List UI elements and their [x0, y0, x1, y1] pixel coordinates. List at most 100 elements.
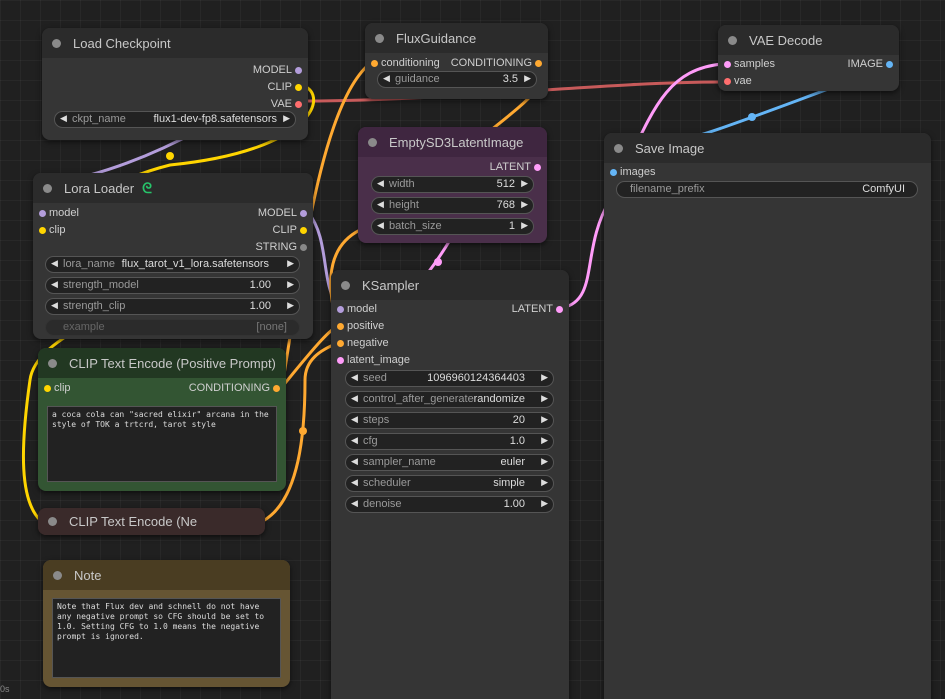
node-title-bar[interactable]: Save Image: [604, 133, 931, 163]
node-title-bar[interactable]: Note: [43, 560, 290, 590]
collapse-dot-icon[interactable]: [728, 35, 737, 45]
node-title-bar[interactable]: KSampler: [331, 270, 569, 300]
lora-name-combo[interactable]: ◀ lora_name flux_tarot_v1_lora.safetenso…: [45, 256, 300, 273]
collapse-dot-icon[interactable]: [48, 358, 57, 368]
increment-arrow-icon[interactable]: ▶: [541, 414, 548, 424]
node-title-bar[interactable]: EmptySD3LatentImage: [358, 127, 547, 157]
input-images[interactable]: images: [604, 164, 931, 181]
input-slot[interactable]: [337, 357, 344, 364]
prev-arrow-icon[interactable]: ◀: [351, 477, 358, 487]
input-samples[interactable]: samples IMAGE: [718, 56, 899, 73]
io-model[interactable]: model MODEL: [33, 205, 313, 222]
sampler-name-combo[interactable]: ◀ sampler_name euler ▶: [345, 454, 554, 471]
guidance-number[interactable]: ◀ guidance 3.5 ▶: [377, 71, 537, 88]
cfg-number[interactable]: ◀ cfg 1.0 ▶: [345, 433, 554, 450]
clip-positive-node[interactable]: CLIP Text Encode (Positive Prompt) clip …: [38, 348, 286, 491]
decrement-arrow-icon[interactable]: ◀: [351, 435, 358, 445]
filename-prefix-text[interactable]: filename_prefix ComfyUI: [616, 181, 918, 198]
increment-arrow-icon[interactable]: ▶: [541, 498, 548, 508]
input-slot[interactable]: [724, 78, 731, 85]
increment-arrow-icon[interactable]: ▶: [287, 300, 294, 310]
clip-negative-node[interactable]: CLIP Text Encode (Ne: [38, 508, 265, 535]
collapse-dot-icon[interactable]: [53, 570, 62, 580]
note-node[interactable]: Note Note that Flux dev and schnell do n…: [43, 560, 290, 687]
collapse-dot-icon[interactable]: [614, 143, 623, 153]
node-title-bar[interactable]: VAE Decode: [718, 25, 899, 55]
output-slot[interactable]: [273, 385, 280, 392]
strength-model-number[interactable]: ◀ strength_model 1.00 ▶: [45, 277, 300, 294]
increment-arrow-icon[interactable]: ▶: [541, 372, 548, 382]
prompt-textarea[interactable]: a coca cola can "sacred elixir" arcana i…: [47, 406, 277, 482]
next-arrow-icon[interactable]: ▶: [283, 113, 290, 123]
decrement-arrow-icon[interactable]: ◀: [377, 220, 384, 230]
input-latent-image[interactable]: latent_image: [331, 352, 569, 369]
ksampler-node[interactable]: KSampler model LATENT positive negative …: [331, 270, 569, 699]
input-negative[interactable]: negative: [331, 335, 569, 352]
lora-loader-node[interactable]: Lora Loader ᘓ model MODEL clip CLIP STRI…: [33, 173, 313, 339]
input-slot[interactable]: [337, 340, 344, 347]
output-model[interactable]: MODEL: [42, 62, 308, 79]
input-model[interactable]: model LATENT: [331, 301, 569, 318]
output-slot[interactable]: [556, 306, 563, 313]
input-slot[interactable]: [724, 61, 731, 68]
control-after-generate-combo[interactable]: ◀ control_after_generate randomize ▶: [345, 391, 554, 408]
denoise-number[interactable]: ◀ denoise 1.00 ▶: [345, 496, 554, 513]
io-clip-conditioning[interactable]: clip CONDITIONING: [38, 380, 286, 397]
increment-arrow-icon[interactable]: ▶: [287, 279, 294, 289]
prev-arrow-icon[interactable]: ◀: [60, 113, 67, 123]
prev-arrow-icon[interactable]: ◀: [351, 393, 358, 403]
vae-decode-node[interactable]: VAE Decode samples IMAGE vae: [718, 25, 899, 91]
input-positive[interactable]: positive: [331, 318, 569, 335]
note-textarea[interactable]: Note that Flux dev and schnell do not ha…: [52, 598, 281, 678]
decrement-arrow-icon[interactable]: ◀: [377, 178, 384, 188]
increment-arrow-icon[interactable]: ▶: [521, 220, 528, 230]
output-slot[interactable]: [300, 244, 307, 251]
prev-arrow-icon[interactable]: ◀: [51, 258, 58, 268]
increment-arrow-icon[interactable]: ▶: [521, 199, 528, 209]
output-slot[interactable]: [295, 84, 302, 91]
batch-size-number[interactable]: ◀ batch_size 1 ▶: [371, 218, 534, 235]
steps-number[interactable]: ◀ steps 20 ▶: [345, 412, 554, 429]
output-string[interactable]: STRING: [33, 239, 313, 256]
input-slot[interactable]: [39, 210, 46, 217]
decrement-arrow-icon[interactable]: ◀: [377, 199, 384, 209]
output-slot[interactable]: [534, 164, 541, 171]
node-title-bar[interactable]: CLIP Text Encode (Positive Prompt): [38, 348, 286, 378]
decrement-arrow-icon[interactable]: ◀: [383, 73, 390, 83]
increment-arrow-icon[interactable]: ▶: [541, 435, 548, 445]
input-vae[interactable]: vae: [718, 73, 899, 90]
output-slot[interactable]: [295, 101, 302, 108]
decrement-arrow-icon[interactable]: ◀: [51, 279, 58, 289]
collapse-dot-icon[interactable]: [48, 517, 57, 526]
collapse-dot-icon[interactable]: [341, 280, 350, 290]
input-slot[interactable]: [610, 169, 617, 176]
output-slot[interactable]: [300, 210, 307, 217]
input-slot[interactable]: [337, 323, 344, 330]
decrement-arrow-icon[interactable]: ◀: [351, 498, 358, 508]
next-arrow-icon[interactable]: ▶: [541, 477, 548, 487]
output-slot[interactable]: [886, 61, 893, 68]
decrement-arrow-icon[interactable]: ◀: [351, 372, 358, 382]
next-arrow-icon[interactable]: ▶: [287, 258, 294, 268]
seed-number[interactable]: ◀ seed 1096960124364403 ▶: [345, 370, 554, 387]
input-slot[interactable]: [44, 385, 51, 392]
input-slot[interactable]: [337, 306, 344, 313]
output-slot[interactable]: [295, 67, 302, 74]
node-title-bar[interactable]: Load Checkpoint: [42, 28, 308, 58]
collapse-dot-icon[interactable]: [368, 137, 377, 147]
node-title-bar[interactable]: CLIP Text Encode (Ne: [38, 508, 265, 535]
io-clip[interactable]: clip CLIP: [33, 222, 313, 239]
save-image-node[interactable]: Save Image images filename_prefix ComfyU…: [604, 133, 931, 699]
collapse-dot-icon[interactable]: [375, 33, 384, 43]
node-title-bar[interactable]: Lora Loader ᘓ: [33, 173, 313, 203]
empty-latent-node[interactable]: EmptySD3LatentImage LATENT ◀ width 512 ▶…: [358, 127, 547, 243]
input-conditioning[interactable]: conditioning CONDITIONING: [365, 55, 548, 72]
prev-arrow-icon[interactable]: ◀: [351, 456, 358, 466]
increment-arrow-icon[interactable]: ▶: [521, 178, 528, 188]
flux-guidance-node[interactable]: FluxGuidance conditioning CONDITIONING ◀…: [365, 23, 548, 99]
increment-arrow-icon[interactable]: ▶: [524, 73, 531, 83]
output-latent[interactable]: LATENT: [358, 159, 547, 176]
input-slot[interactable]: [371, 60, 378, 67]
input-slot[interactable]: [39, 227, 46, 234]
ckpt-name-combo[interactable]: ◀ ckpt_name flux1-dev-fp8.safetensors ▶: [54, 111, 296, 128]
